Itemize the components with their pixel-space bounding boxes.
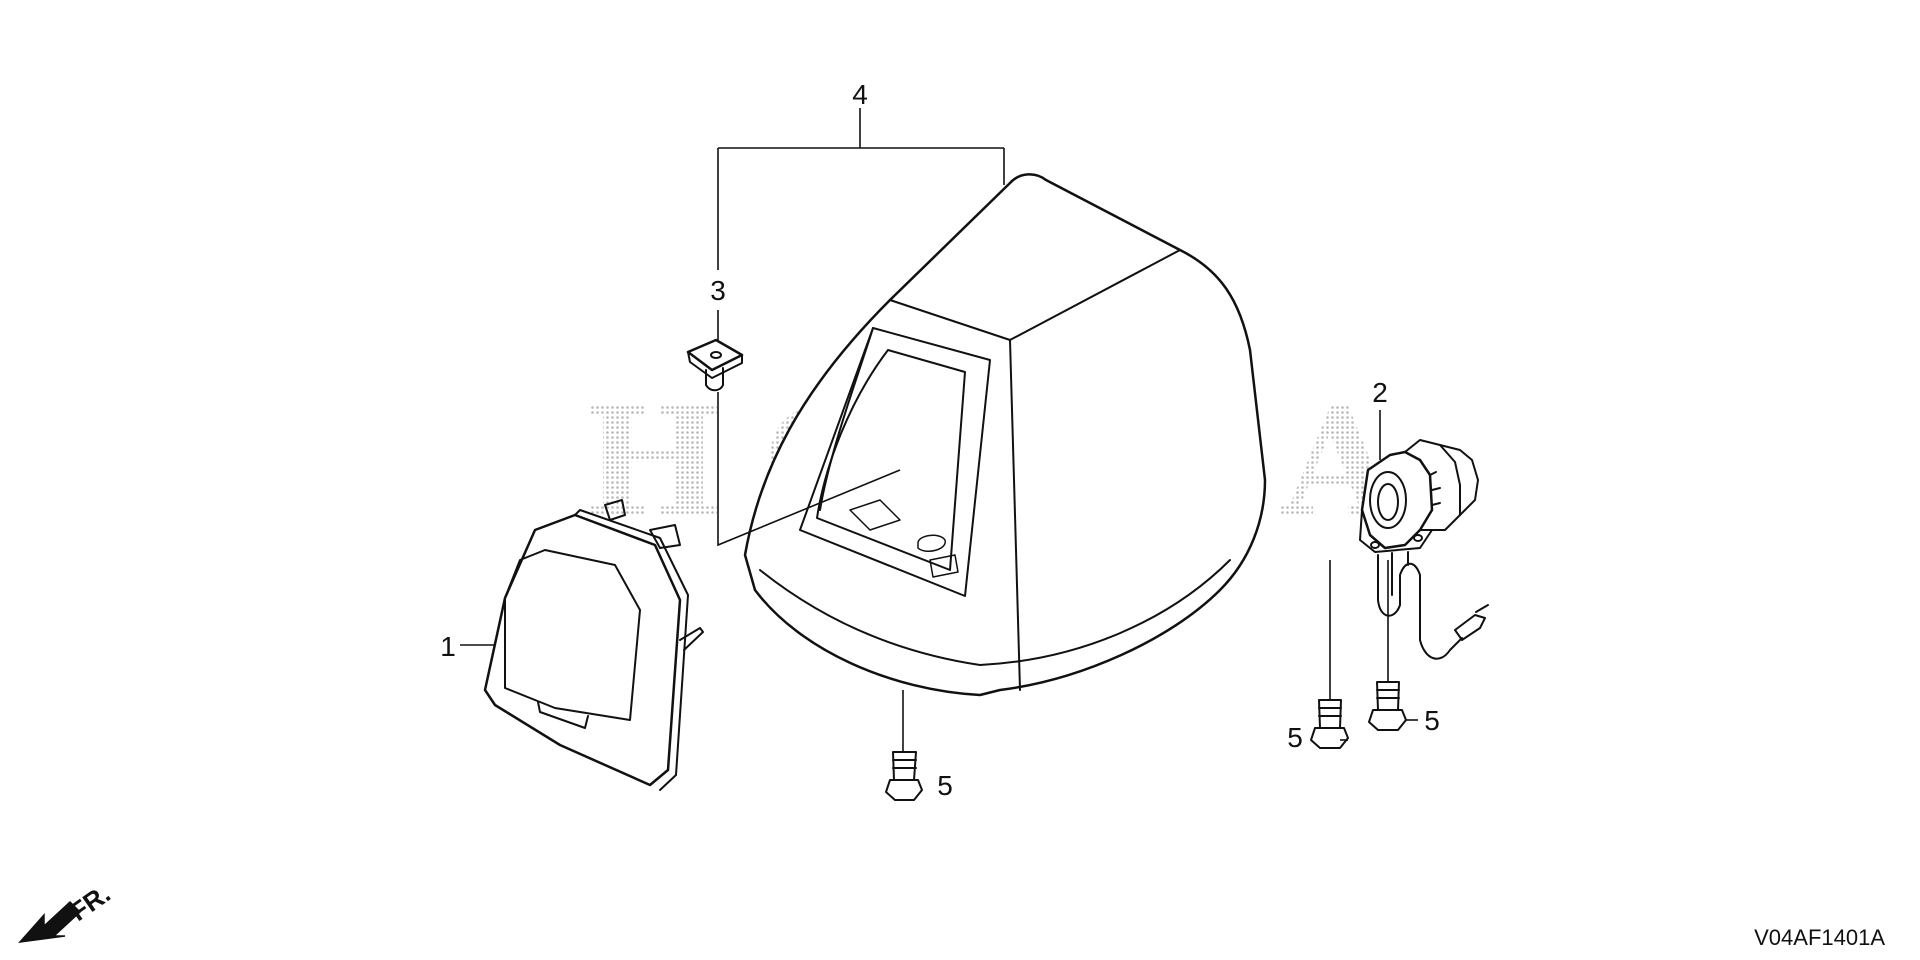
leader-lines	[460, 108, 1418, 752]
callout-5-left: 5	[937, 770, 953, 801]
callout-1: 1	[440, 631, 456, 662]
callout-4: 4	[852, 79, 868, 110]
part-2-switch-assembly	[1359, 439, 1489, 660]
diagram-code: V04AF1401A	[1754, 925, 1885, 950]
callout-2: 2	[1372, 377, 1388, 408]
callout-3: 3	[710, 275, 726, 306]
part-4-cover	[743, 173, 1267, 697]
callout-5-mid: 5	[1287, 722, 1303, 753]
part-1-meter-panel	[483, 499, 704, 791]
part-5-bolt-left	[885, 751, 923, 801]
part-5-bolt-mid	[1310, 699, 1349, 749]
part-3-grommet	[686, 338, 744, 392]
front-direction-arrow-icon	[18, 900, 82, 944]
callout-5-right: 5	[1424, 705, 1440, 736]
part-5-bolt-right	[1368, 681, 1407, 731]
